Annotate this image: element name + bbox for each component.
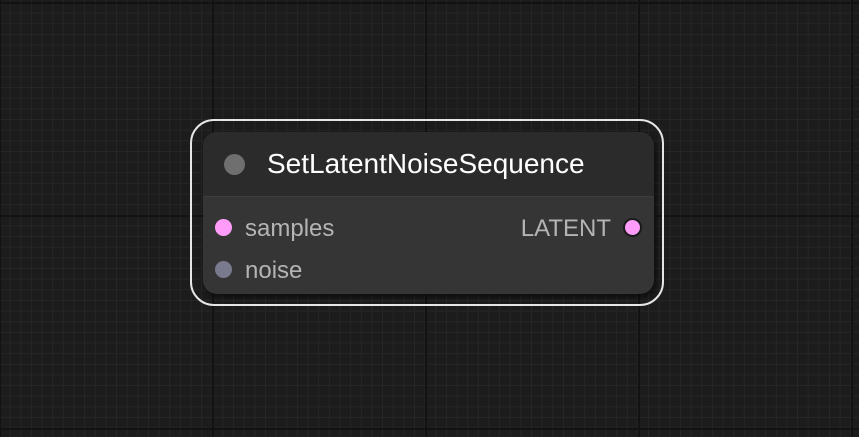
output-label-latent: LATENT (520, 215, 611, 242)
input-label-samples: samples (245, 215, 335, 242)
node-title-bar[interactable]: SetLatentNoiseSequence (203, 132, 654, 197)
node-selection-outline (190, 119, 664, 306)
output-slot-latent-icon[interactable] (623, 218, 642, 237)
input-slot-noise-icon[interactable] (215, 261, 232, 278)
collapse-dot-icon[interactable] (224, 154, 245, 175)
input-label-noise: noise (245, 257, 303, 284)
input-slot-samples-icon[interactable] (215, 219, 232, 236)
slot-row-samples: samples LATENT (203, 213, 654, 243)
node-title: SetLatentNoiseSequence (267, 148, 585, 179)
node-set-latent-noise-sequence[interactable]: SetLatentNoiseSequence samples LATENT no… (203, 132, 654, 294)
slot-row-noise: noise (203, 255, 654, 285)
